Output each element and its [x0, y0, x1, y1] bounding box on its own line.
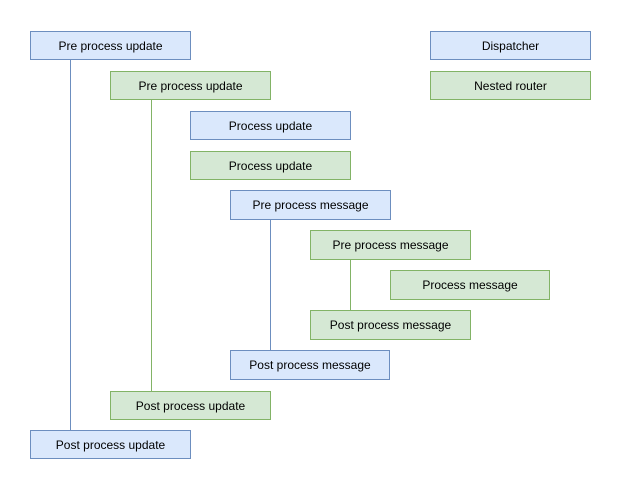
connector-line-1: [70, 60, 71, 430]
node-pre-process-message-blue: Pre process message: [230, 190, 391, 220]
node-label: Process update: [228, 118, 313, 133]
node-label: Post process message: [249, 358, 371, 372]
node-post-process-update-blue: Post process update: [30, 430, 191, 459]
node-post-process-message-blue: Post process message: [230, 350, 390, 380]
node-nested-router-green: Nested router: [430, 71, 591, 100]
node-post-process-message-green: Post process message: [310, 310, 471, 340]
node-label: Nested router: [474, 78, 547, 93]
connector-line-3: [270, 220, 271, 350]
node-label: Pre process message: [332, 238, 449, 252]
node-process-update-green: Process update: [190, 151, 351, 180]
node-label: Pre process update: [58, 38, 163, 53]
node-label: Process message: [422, 278, 518, 292]
node-label: Pre process message: [252, 198, 369, 212]
node-label: Post process message: [329, 318, 452, 332]
node-post-process-update-green: Post process update: [110, 391, 271, 420]
node-label: Pre process update: [138, 78, 243, 93]
node-pre-process-update-blue: Pre process update: [30, 31, 191, 60]
node-pre-process-message-green: Pre process message: [310, 230, 471, 260]
node-label: Dispatcher: [481, 38, 540, 53]
node-dispatcher-blue: Dispatcher: [430, 31, 591, 60]
node-process-update-blue: Process update: [190, 111, 351, 140]
node-process-message-green: Process message: [390, 270, 550, 300]
node-pre-process-update-green: Pre process update: [110, 71, 271, 100]
node-label: Post process update: [55, 437, 166, 452]
node-label: Post process update: [135, 398, 246, 413]
node-label: Process update: [228, 158, 313, 173]
connector-line-2: [151, 100, 152, 391]
connector-line-4: [350, 260, 351, 310]
